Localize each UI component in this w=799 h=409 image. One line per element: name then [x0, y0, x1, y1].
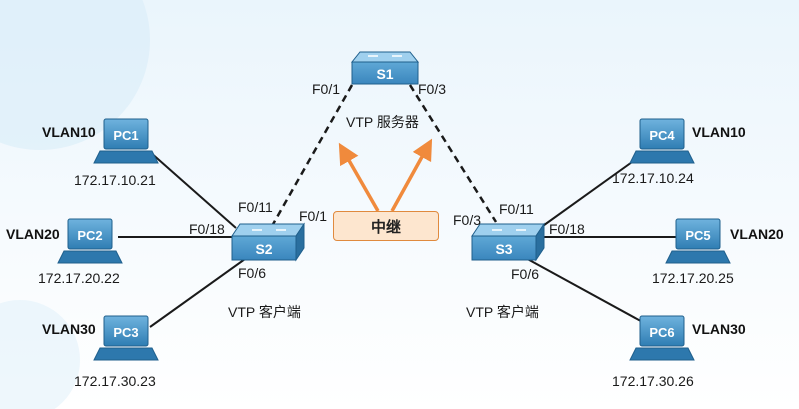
pc1-ip: 172.17.10.21 [74, 172, 156, 188]
pc4-ip: 172.17.10.24 [612, 170, 694, 186]
pc1-label: PC1 [113, 128, 138, 143]
port-s3-f06: F0/6 [511, 266, 540, 282]
pc-icon-pc4[interactable]: PC4 [629, 118, 695, 164]
port-s3-f018: F0/18 [549, 221, 585, 237]
s3-caption: VTP 客户端 [466, 304, 539, 320]
switch-s1[interactable]: S1 [350, 51, 420, 85]
port-s2-f011: F0/11 [238, 199, 273, 215]
pc2-vlan: VLAN20 [6, 226, 60, 242]
pc1-vlan: VLAN10 [42, 124, 96, 140]
s1-caption: VTP 服务器 [346, 114, 419, 130]
link-s3-pc6 [521, 255, 649, 326]
port-s2-f018: F0/18 [189, 221, 225, 237]
pc3-ip: 172.17.30.23 [74, 373, 156, 389]
port-s1-f03: F0/3 [418, 81, 447, 97]
pc6-vlan: VLAN30 [692, 321, 746, 337]
port-s3-f011: F0/11 [499, 201, 534, 217]
trunk-badge-label: 中继 [370, 218, 401, 236]
link-s2-pc1 [149, 151, 237, 229]
pc4-label: PC4 [649, 128, 675, 143]
pc2-label: PC2 [77, 228, 102, 243]
s2-caption: VTP 客户端 [228, 304, 301, 320]
pc-icon-pc2[interactable]: PC2 [57, 218, 123, 264]
arrow-to-trunk-left [338, 142, 380, 212]
trunk-link-s1-s2 [270, 84, 354, 227]
switch-s2-label: S2 [255, 241, 272, 257]
port-s2-f06: F0/6 [238, 265, 267, 281]
trunk-link-s1-s3 [408, 84, 498, 223]
link-s2-pc3 [149, 253, 253, 328]
port-s1-f01: F0/1 [312, 81, 341, 97]
pc-icon-pc3[interactable]: PC3 [93, 315, 159, 361]
pc6-ip: 172.17.30.26 [612, 373, 694, 389]
pc5-ip: 172.17.20.25 [652, 270, 734, 286]
port-s2-f01: F0/1 [299, 208, 328, 224]
switch-s3-label: S3 [495, 241, 512, 257]
switch-s3[interactable]: S3 [471, 222, 545, 262]
switch-s1-label: S1 [376, 66, 393, 82]
pc-icon-pc1[interactable]: PC1 [93, 118, 159, 164]
trunk-badge: 中继 [333, 211, 439, 241]
link-s3-pc4 [539, 151, 647, 229]
arrow-to-trunk-right [390, 138, 433, 212]
pc5-vlan: VLAN20 [730, 226, 784, 242]
switch-s2[interactable]: S2 [231, 222, 305, 262]
pc3-label: PC3 [113, 325, 138, 340]
pc4-vlan: VLAN10 [692, 124, 746, 140]
pc5-label: PC5 [685, 228, 710, 243]
pc6-label: PC6 [649, 325, 674, 340]
port-s3-f03: F0/3 [453, 212, 482, 228]
pc2-ip: 172.17.20.22 [38, 270, 120, 286]
pc-icon-pc6[interactable]: PC6 [629, 315, 695, 361]
pc3-vlan: VLAN30 [42, 321, 96, 337]
pc-icon-pc5[interactable]: PC5 [665, 218, 731, 264]
